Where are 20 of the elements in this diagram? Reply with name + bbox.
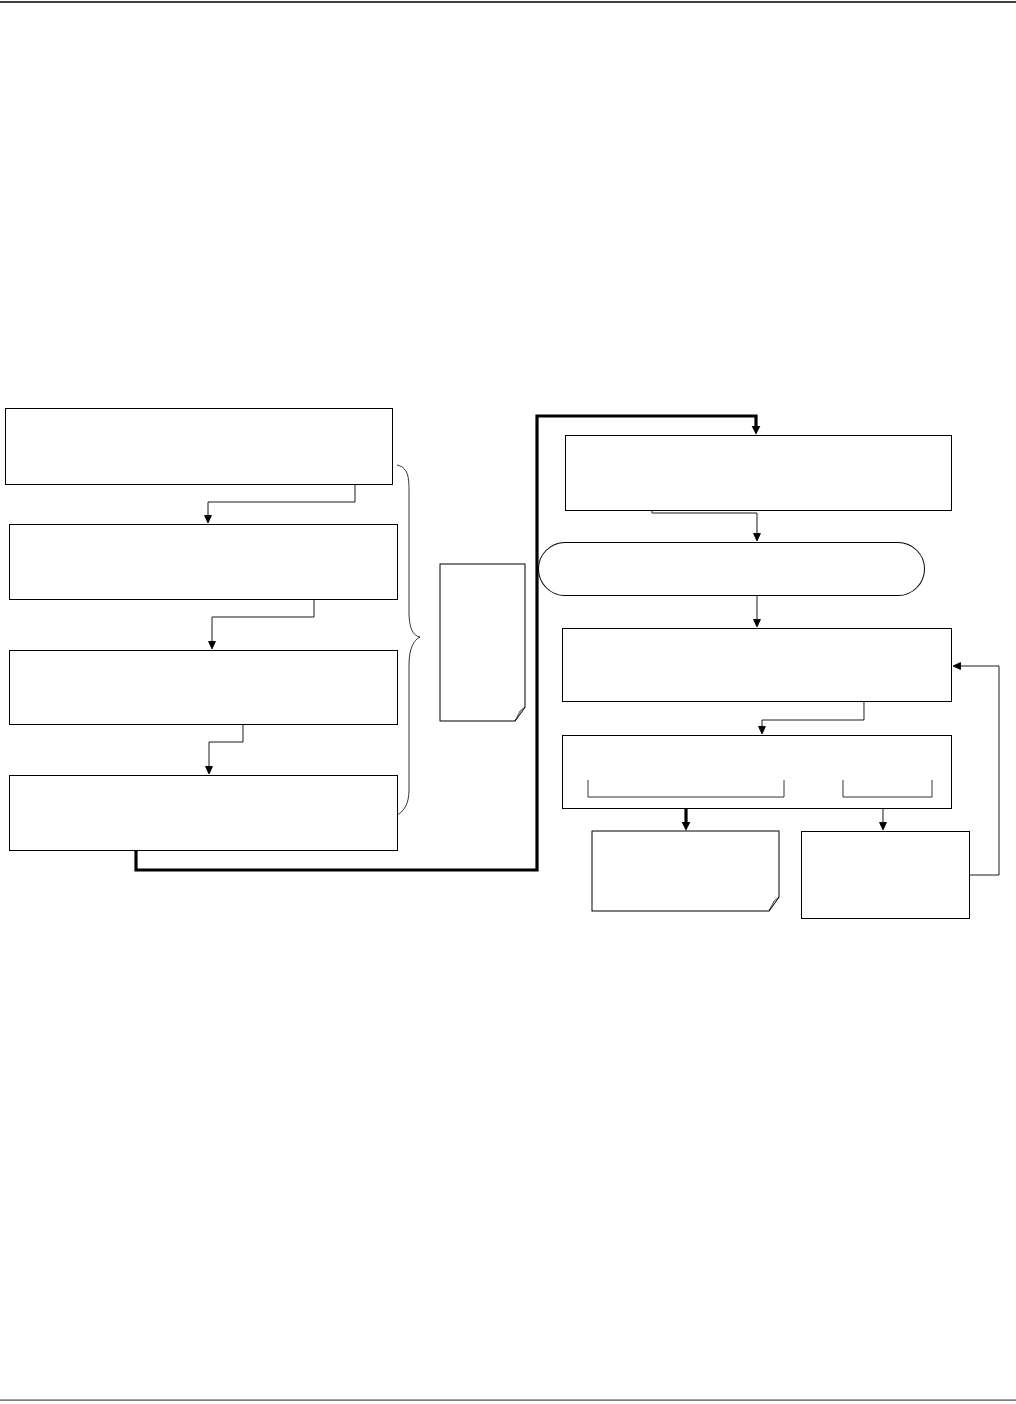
process-box [801, 831, 970, 919]
arrow [134, 414, 761, 872]
process-box [5, 408, 393, 485]
arrow [205, 724, 244, 775]
process-box [9, 775, 398, 851]
terminator-box [538, 542, 925, 596]
process-box [562, 628, 952, 702]
document-box [439, 563, 526, 722]
arrow [753, 595, 761, 628]
process-box [565, 435, 952, 511]
process-box [9, 524, 398, 600]
arrow [952, 662, 1000, 876]
arrow [758, 701, 865, 735]
arrow [204, 484, 356, 524]
arrow [208, 599, 315, 650]
arrow [879, 808, 887, 831]
document-box [591, 830, 780, 912]
arrow [651, 510, 761, 542]
process-box [562, 735, 952, 809]
process-box [9, 650, 398, 725]
